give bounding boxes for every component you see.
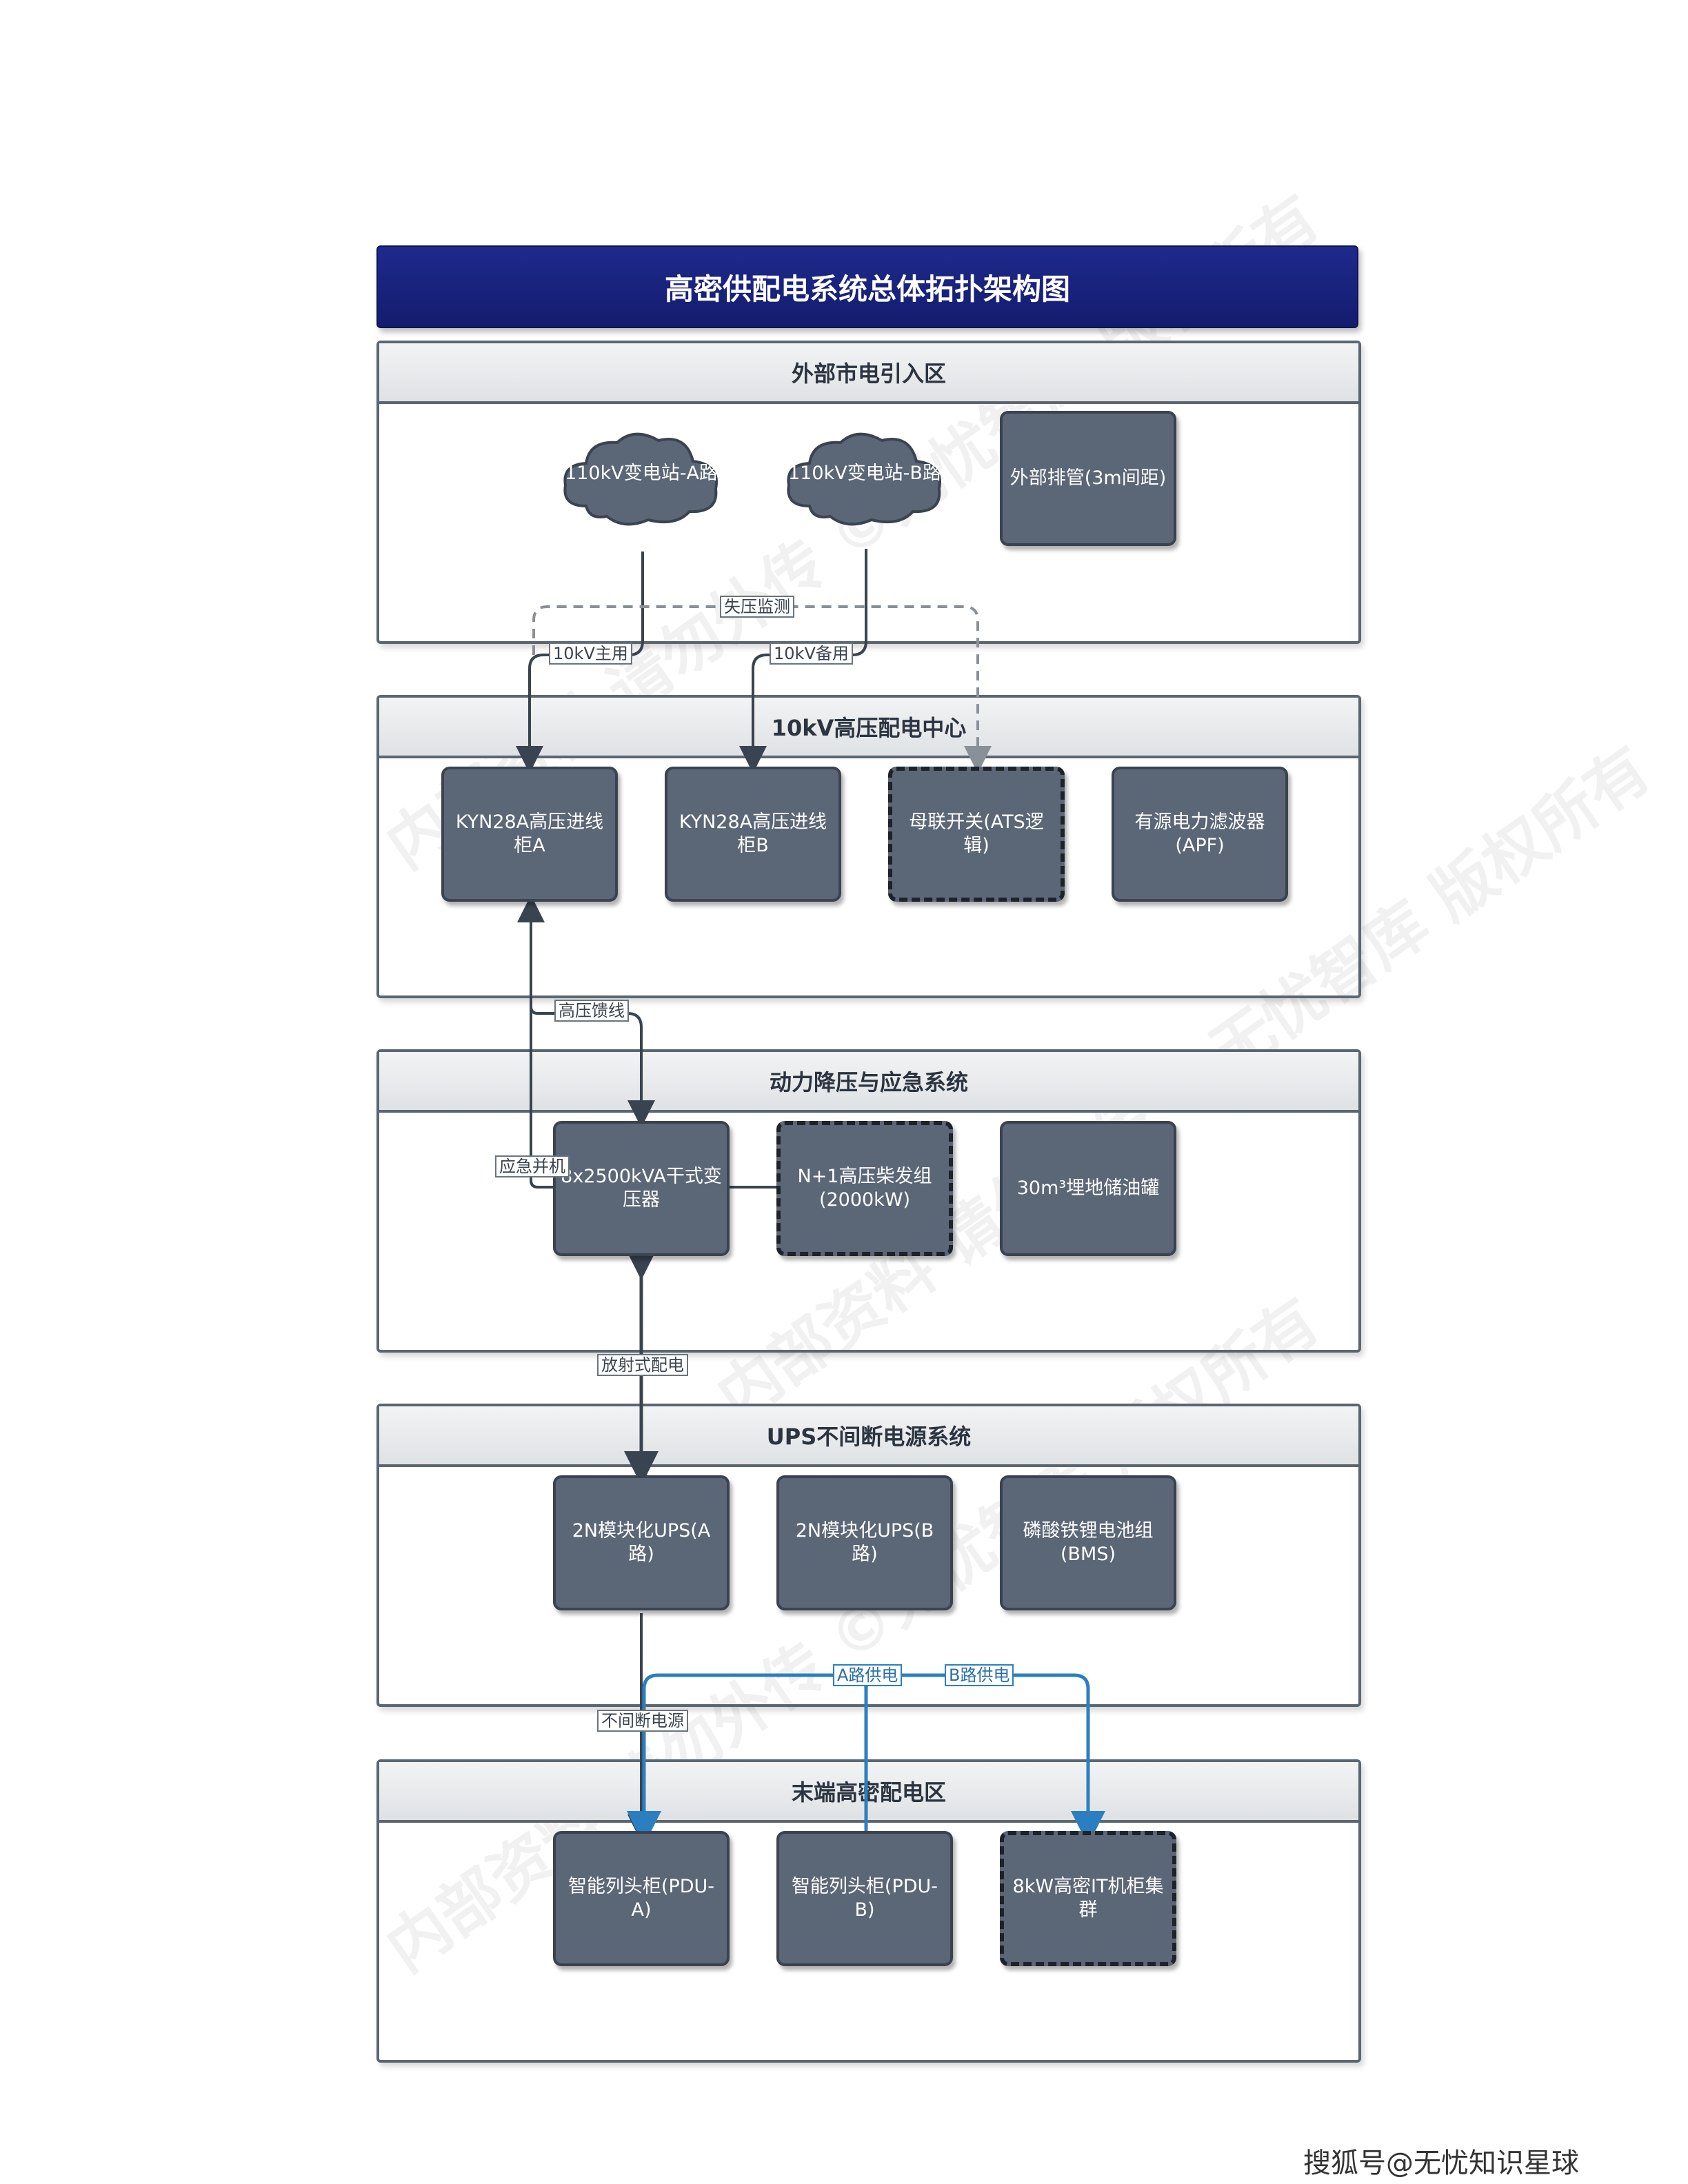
substation-a-label: 110kV变电站-A路 (565, 463, 718, 484)
section-external: 外部市电引入区 (376, 341, 1361, 644)
node-oil-tank: 30m³埋地储油罐 (1000, 1121, 1176, 1256)
section-header-ups: UPS不间断电源系统 (379, 1406, 1358, 1467)
section-header-external: 外部市电引入区 (379, 343, 1358, 404)
node-transformer: 8x2500kVA干式变压器 (553, 1121, 730, 1256)
node-pipe: 外部排管(3m间距) (1000, 411, 1176, 546)
section-header-power: 动力降压与应急系统 (379, 1052, 1358, 1113)
edge-label-monitor: 失压监测 (720, 596, 794, 618)
node-kyn-a: KYN28A高压进线柜A (441, 767, 618, 902)
section-header-terminal: 末端高密配电区 (379, 1762, 1358, 1823)
substation-a-cloud: 110kV变电站-A路 (559, 423, 724, 534)
node-ups-b: 2N模块化UPS(B路) (776, 1475, 953, 1610)
substation-b-cloud: 110kV变电站-B路 (782, 423, 947, 534)
edge-label-main: 10kV主用 (549, 643, 632, 665)
node-apf: 有源电力滤波器(APF) (1112, 767, 1288, 902)
node-ups-a: 2N模块化UPS(A路) (553, 1475, 730, 1610)
node-ats: 母联开关(ATS逻辑) (888, 767, 1065, 902)
edge-label-b-supply: B路供电 (945, 1664, 1014, 1686)
diagram-title: 高密供配电系统总体拓扑架构图 (376, 245, 1358, 328)
credit-text: 搜狐号@无忧知识星球 (1303, 2147, 1579, 2179)
section-ups: UPS不间断电源系统 (376, 1404, 1361, 1707)
node-pdu-b: 智能列头柜(PDU-B) (776, 1831, 953, 1966)
edge-label-backup: 10kV备用 (770, 643, 853, 665)
edge-label-a-supply: A路供电 (833, 1664, 903, 1686)
edge-label-emergency: 应急并机 (495, 1155, 570, 1177)
node-it-cluster: 8kW高密IT机柜集群 (1000, 1831, 1176, 1966)
node-kyn-b: KYN28A高压进线柜B (665, 767, 841, 902)
node-diesel: N+1高压柴发组(2000kW) (776, 1121, 953, 1256)
edge-label-hv-feed: 高压馈线 (554, 1000, 629, 1022)
node-pdu-a: 智能列头柜(PDU-A) (553, 1831, 730, 1966)
section-header-hv: 10kV高压配电中心 (379, 698, 1358, 758)
node-bms: 磷酸铁锂电池组(BMS) (1000, 1475, 1176, 1610)
edge-label-radial: 放射式配电 (597, 1354, 688, 1376)
edge-label-uninterrupted: 不间断电源 (597, 1710, 688, 1732)
substation-b-label: 110kV变电站-B路 (788, 463, 941, 484)
